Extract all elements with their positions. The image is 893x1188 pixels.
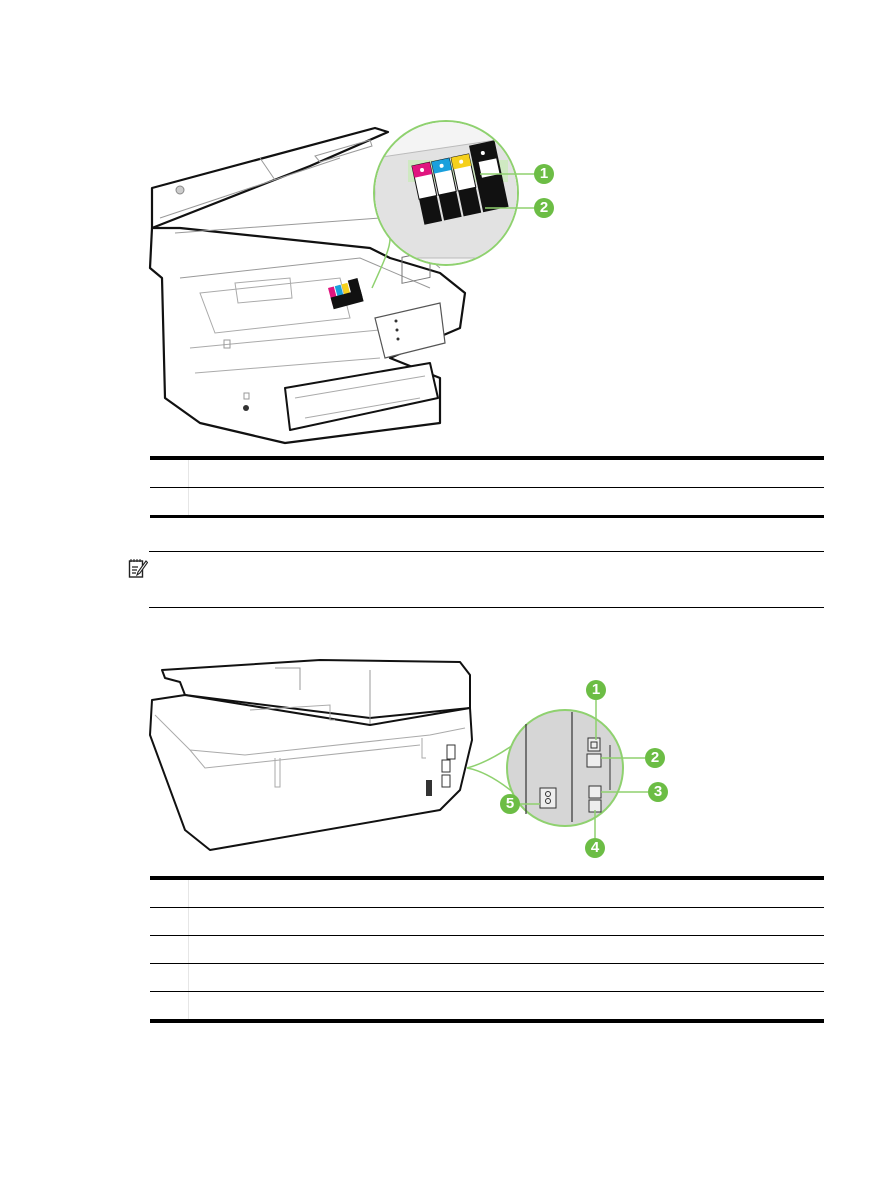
table-row <box>150 964 824 991</box>
callout-1-badge: 1 <box>586 680 606 700</box>
callout-2-badge: 2 <box>645 748 665 768</box>
carriage-cartridges <box>328 278 364 310</box>
printer-back-ports-figure: 1 2 3 4 5 <box>140 650 700 872</box>
table-row-rule <box>150 487 824 488</box>
table-bottom-rule <box>150 515 824 518</box>
callout-2-badge: 2 <box>534 198 554 218</box>
table-row <box>150 992 824 1019</box>
note-box <box>125 551 824 608</box>
printer-illustration <box>148 120 535 445</box>
table-top-rule <box>150 456 824 460</box>
callout-1-badge: 1 <box>534 164 554 184</box>
callout-5-badge: 5 <box>500 794 520 814</box>
table-row <box>150 460 824 487</box>
table-row <box>150 936 824 963</box>
table-top-rule <box>150 876 824 880</box>
callout-4-badge: 4 <box>585 838 605 858</box>
table-bottom-rule <box>150 1019 824 1023</box>
note-icon <box>128 559 148 578</box>
callout-table-1 <box>150 456 824 518</box>
callout-table-2 <box>150 876 824 1023</box>
table-row <box>150 908 824 935</box>
printer-cartridge-figure: 1 2 <box>140 118 580 450</box>
table-row <box>150 488 824 515</box>
callout-3-badge: 3 <box>648 782 668 802</box>
printer-back-illustration <box>149 659 648 851</box>
table-row <box>150 880 824 907</box>
